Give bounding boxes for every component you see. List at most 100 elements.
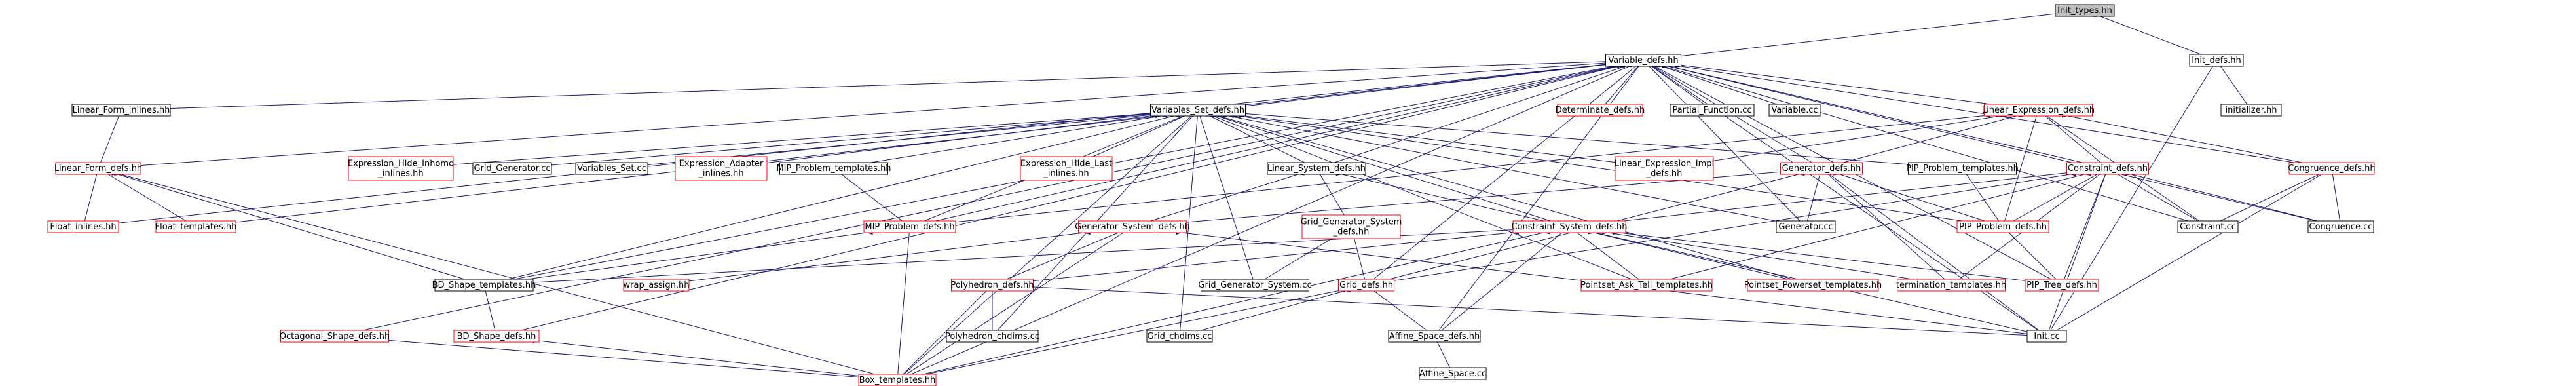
node-generator_defs_hh[interactable]: Generator_defs.hh (1780, 162, 1863, 175)
node-congruence_defs_hh[interactable]: Congruence_defs.hh (2288, 162, 2376, 175)
edge-grid_defs_hh-to-grid_chdims_cc (1201, 286, 1351, 331)
edge-pip_problem_defs_hh-to-pip_tree_defs_hh (2002, 226, 2057, 280)
node-label: Octagonal_Shape_defs.hh (280, 332, 390, 341)
node-polyhedron_defs_hh[interactable]: Polyhedron_defs.hh (950, 279, 1034, 292)
node-variable_cc[interactable]: Variable.cc (1768, 104, 1821, 117)
node-box (71, 104, 171, 117)
node-grid_generator_system_defs_hh[interactable]: Grid_Generator_System_defs.hh (1301, 214, 1402, 239)
node-polyhedron_chdims_cc[interactable]: Polyhedron_chdims.cc (945, 330, 1039, 343)
node-box (1908, 162, 2017, 175)
edge-constraint_defs_hh-to-pointset_ask_tell_templates_hh (1670, 170, 2091, 280)
node-box (47, 220, 119, 233)
node-grid_generator_cc[interactable]: Grid_Generator.cc (472, 162, 552, 175)
node-variable_defs_hh[interactable]: Variable_defs.hh (1605, 54, 1681, 67)
node-initializer_hh[interactable]: initializer.hh (2220, 104, 2282, 117)
node-affine_space_defs_hh[interactable]: Affine_Space_defs.hh (1388, 330, 1481, 343)
node-linear_system_defs_hh[interactable]: Linear_System_defs.hh (1267, 162, 1366, 175)
node-label-line: Affine_Space.cc (1419, 369, 1486, 379)
node-label-line: Variable.cc (1771, 106, 1818, 115)
node-partial_function_cc[interactable]: Partial_Function.cc (1670, 104, 1755, 117)
edge-mip_problem_templates_hh-to-mip_problem_defs_hh (834, 168, 903, 222)
edge-constraint_system_defs_hh-to-box_templates_hh (923, 228, 1550, 375)
node-label: initializer.hh (2226, 106, 2277, 115)
node-grid_defs_hh[interactable]: Grid_defs.hh (1338, 279, 1394, 292)
edge-generator_defs_hh-to-init_cc (1823, 168, 2040, 331)
node-pointset_ask_tell_templates_hh[interactable]: Pointset_Ask_Tell_templates.hh (1580, 279, 1713, 292)
node-label-line: Variables_Set.cc (577, 164, 646, 174)
node-box (1776, 220, 1836, 233)
node-label-line: Octagonal_Shape_defs.hh (280, 332, 390, 341)
node-label: Partial_Function.cc (1672, 106, 1751, 115)
node-label-line: Constraint.cc (2180, 222, 2236, 232)
node-constraint_system_defs_hh[interactable]: Constraint_System_defs.hh (1511, 220, 1628, 233)
node-label: Linear_Form_inlines.hh (73, 106, 170, 115)
node-expression_hide_last_inlines_hh[interactable]: Expression_Hide_Last_inlines.hh (1020, 156, 1113, 181)
node-determinate_defs_hh[interactable]: Determinate_defs.hh (1556, 104, 1645, 117)
node-linear_expression_defs_hh[interactable]: Linear_Expression_defs.hh (1982, 104, 2095, 117)
edge-linear_expression_defs_hh-to-congruence_defs_hh (2061, 111, 2302, 163)
edge-variable_defs_hh-to-variable_cc (1654, 61, 1777, 105)
edge-generator_defs_hh-to-pip_problem_defs_hh (1833, 169, 1985, 222)
edge-congruence_defs_hh-to-init_cc (2057, 168, 2328, 331)
node-expression_adapter_inlines_hh[interactable]: Expression_Adapter_inlines.hh (675, 156, 768, 181)
node-label: Variables_Set_defs.hh (1151, 106, 1244, 115)
node-init_cc[interactable]: Init.cc (2026, 330, 2067, 343)
node-label: BD_Shape_defs.hh (457, 332, 536, 341)
node-float_templates_hh[interactable]: Float_templates.hh (155, 220, 237, 233)
node-pip_problem_defs_hh[interactable]: PIP_Problem_defs.hh (1956, 220, 2049, 233)
node-variables_set_defs_hh[interactable]: Variables_Set_defs.hh (1150, 104, 1246, 117)
edge-grid_defs_hh-to-box_templates_hh (926, 286, 1345, 375)
edge-variables_set_defs_hh-to-mip_problem_templates_hh (870, 112, 1168, 163)
node-box (779, 162, 888, 175)
node-init_types_hh[interactable]: Init_types.hh (2055, 4, 2115, 17)
node-mip_problem_defs_hh[interactable]: MIP_Problem_defs.hh (863, 220, 956, 233)
node-congruence_cc[interactable]: Congruence.cc (2307, 220, 2374, 233)
node-pointset_powerset_templates_hh[interactable]: Pointset_Powerset_templates.hh (1744, 279, 1882, 292)
node-box_templates_hh[interactable]: Box_templates.hh (858, 374, 937, 386)
node-label-line: Generator_System_defs.hh (1075, 222, 1190, 232)
node-linear_form_inlines_hh[interactable]: Linear_Form_inlines.hh (71, 104, 171, 117)
node-constraint_defs_hh[interactable]: Constraint_defs.hh (2066, 162, 2149, 175)
node-grid_generator_system_cc[interactable]: Grid_Generator_System.cc (1198, 279, 1312, 292)
edge-affine_space_defs_hh-to-affine_space_cc (1432, 335, 1451, 368)
node-label: PIP_Problem_defs.hh (1959, 222, 2047, 232)
node-float_inlines_hh[interactable]: Float_inlines.hh (47, 220, 119, 233)
node-expression_hide_inhomo_inlines_hh[interactable]: Expression_Hide_Inhomo_inlines.hh (348, 156, 454, 181)
edge-generator_system_defs_hh-to-polyhedron_defs_hh (1006, 227, 1125, 280)
node-label: Grid_Generator_System.cc (1198, 280, 1311, 290)
node-generator_cc[interactable]: Generator.cc (1776, 220, 1836, 233)
node-linear_form_defs_hh[interactable]: Linear_Form_defs.hh (54, 162, 142, 175)
node-label-line: Linear_Form_defs.hh (54, 164, 142, 174)
node-box (1512, 220, 1626, 233)
node-label: termination_templates.hh (1896, 280, 2006, 290)
edge-variables_set_defs_hh-to-linear_expression_impl_defs_hh (1239, 112, 1616, 163)
node-bd_shape_templates_hh[interactable]: BD_Shape_templates.hh (432, 279, 536, 292)
node-mip_problem_templates_hh[interactable]: MIP_Problem_templates.hh (776, 162, 891, 175)
node-grid_chdims_cc[interactable]: Grid_chdims.cc (1146, 330, 1213, 343)
node-label: Init.cc (2034, 332, 2059, 341)
node-box (2025, 279, 2099, 292)
edge-mip_problem_defs_hh-to-box_templates_hh (897, 226, 913, 375)
node-constraint_cc[interactable]: Constraint.cc (2177, 220, 2239, 233)
node-bd_shape_defs_hh[interactable]: BD_Shape_defs.hh (453, 330, 540, 343)
node-init_defs_hh[interactable]: Init_defs.hh (2189, 54, 2244, 67)
node-variables_set_cc[interactable]: Variables_Set.cc (575, 162, 648, 175)
node-label-line: Variables_Set_defs.hh (1151, 106, 1244, 115)
node-octagonal_shape_defs_hh[interactable]: Octagonal_Shape_defs.hh (280, 330, 390, 343)
node-pip_tree_defs_hh[interactable]: PIP_Tree_defs.hh (2025, 279, 2099, 292)
node-termination_templates_hh[interactable]: termination_templates.hh (1896, 279, 2006, 292)
node-affine_space_cc[interactable]: Affine_Space.cc (1419, 367, 1487, 380)
edge-linear_expression_defs_hh-to-linear_expression_impl_defs_hh (1713, 112, 2007, 161)
node-box (472, 162, 552, 175)
node-label: Linear_System_defs.hh (1267, 164, 1366, 174)
edge-variables_set_defs_hh-to-grid_generator_system_cc (1195, 109, 1254, 280)
node-label-line: _defs.hh (1646, 168, 1683, 178)
edge-constraint_defs_hh-to-init_cc (2048, 168, 2111, 331)
node-linear_expression_impl_defs_hh[interactable]: Linear_Expression_Impl_defs.hh (1615, 156, 1714, 181)
node-label-line: wrap_assign.hh (624, 280, 690, 290)
node-pip_problem_templates_hh[interactable]: PIP_Problem_templates.hh (1906, 162, 2019, 175)
node-wrap_assign_hh[interactable]: wrap_assign.hh (623, 279, 690, 292)
node-label: Affine_Space_defs.hh (1389, 332, 1480, 341)
node-generator_system_defs_hh[interactable]: Generator_System_defs.hh (1075, 220, 1190, 233)
edge-variables_set_defs_hh-to-expression_hide_inhomo_inlines_hh (453, 110, 1157, 165)
